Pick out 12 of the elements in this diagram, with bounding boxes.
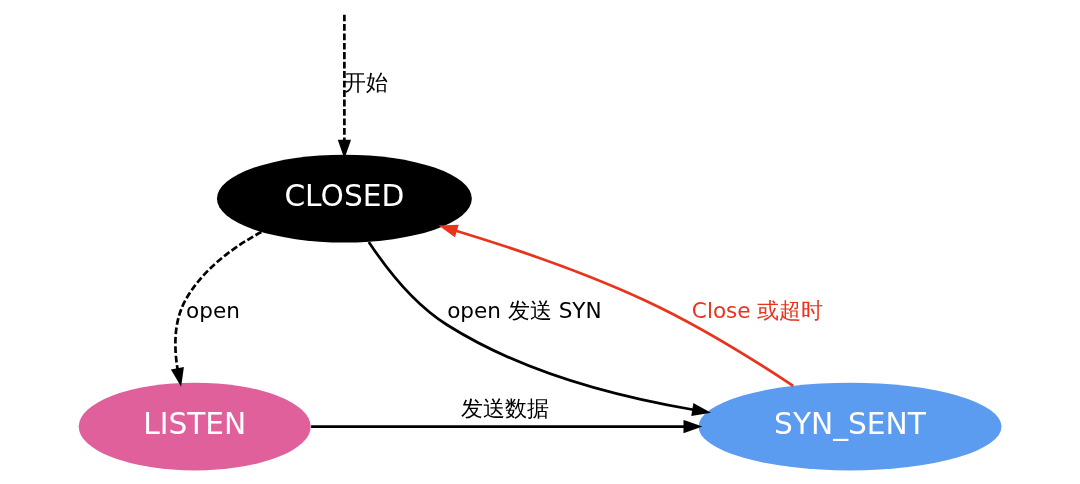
- node-ellipse: LISTEN: [78, 382, 311, 471]
- node-ellipse: CLOSED: [216, 154, 472, 243]
- edge-label: open 发送 SYN: [447, 297, 602, 323]
- arrow: [438, 224, 794, 387]
- arrow: [311, 419, 703, 434]
- edge-label: 开始: [343, 69, 388, 95]
- edge-label: Close 或超时: [691, 297, 824, 323]
- arrow: [367, 241, 711, 417]
- edge-label: 发送数据: [460, 395, 549, 421]
- node-ellipse: SYN_SENT: [698, 382, 1002, 471]
- arrow: [170, 230, 262, 387]
- edge-label: open: [186, 297, 240, 323]
